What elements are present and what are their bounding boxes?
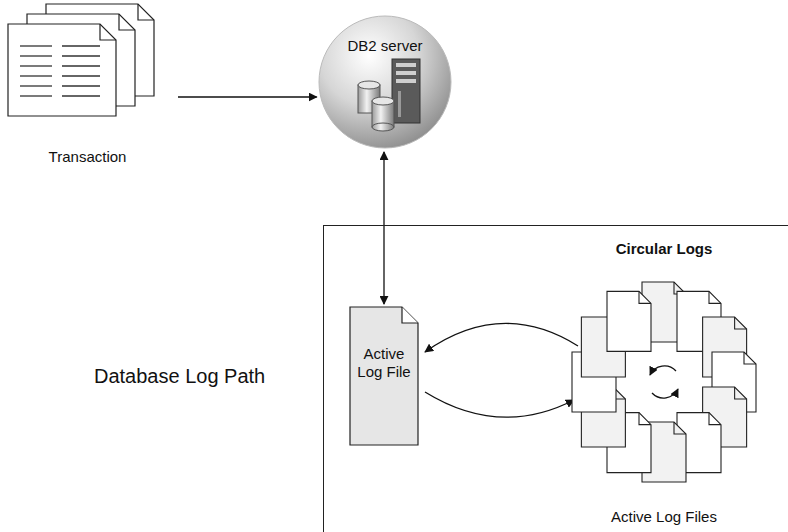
log-page [607, 291, 651, 351]
page [8, 24, 116, 116]
server-tower [392, 59, 420, 123]
node-label: Transaction [49, 148, 127, 166]
flow-arrow [178, 96, 317, 97]
node-label: Active Log File [355, 345, 413, 381]
flow-arrow [425, 323, 578, 352]
circular-log-cluster [564, 267, 764, 499]
disk-cylinders [358, 81, 394, 131]
rotation-arrow [652, 389, 678, 398]
document-stack [0, 0, 175, 125]
flow-arrow [383, 152, 384, 304]
server-sphere [318, 15, 452, 149]
group-caption: Active Log Files [611, 508, 717, 526]
active-log-file: Active Log File [349, 306, 419, 446]
group-heading: Circular Logs [616, 240, 713, 258]
circular-logs: Circular LogsActive Log Files [564, 240, 764, 526]
transaction-stack: Transaction [0, 0, 175, 172]
node-label: DB2 server [347, 37, 422, 55]
log-path-region: Database Log PathActive Log FileCircular… [323, 225, 788, 532]
region-label-wrap: Database Log Path [94, 364, 265, 388]
flow-arrow [425, 392, 574, 417]
rotation-arrow [650, 366, 676, 375]
node-label: Database Log Path [94, 364, 265, 388]
server-circle: DB2 server [318, 15, 452, 149]
